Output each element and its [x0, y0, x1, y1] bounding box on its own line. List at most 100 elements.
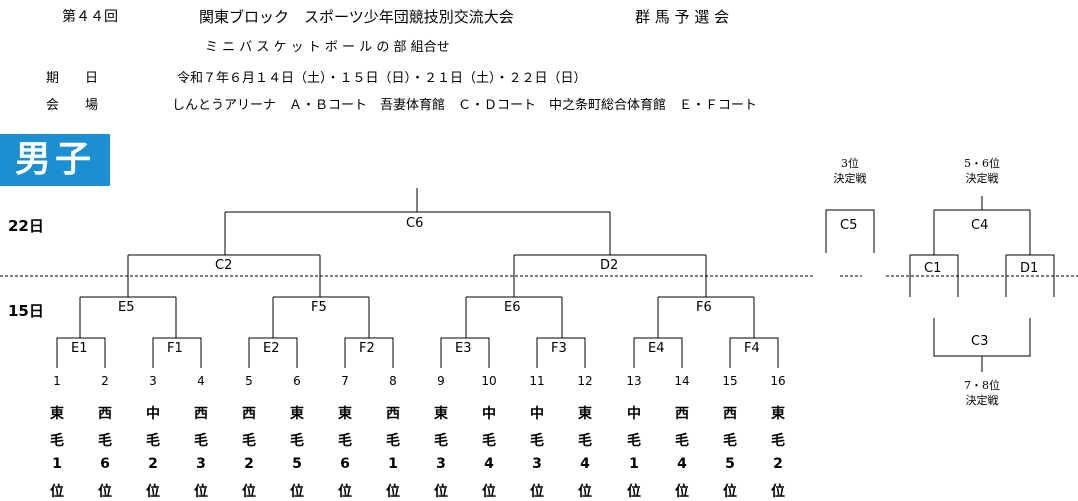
team-region: 東 [50, 406, 64, 422]
match-d2: D2 [600, 258, 619, 273]
team-sub: 毛 [338, 433, 352, 449]
team-number: 10 [481, 374, 497, 388]
team-rank: 4 [580, 456, 590, 472]
edition: 第４４回 [62, 9, 118, 25]
team-rank: 2 [244, 456, 254, 472]
team-rank: 3 [196, 456, 206, 472]
team-rank-suffix: 位 [290, 484, 304, 500]
match-e4: E4 [648, 341, 665, 356]
team-rank-suffix: 位 [386, 484, 400, 500]
team-rank-suffix: 位 [98, 484, 112, 500]
team-sub: 毛 [530, 433, 544, 449]
team-rank: 3 [436, 456, 446, 472]
match-c2: C2 [215, 258, 233, 273]
team-region: 東 [338, 406, 352, 422]
day-22-label: 22日 [8, 217, 44, 235]
match-c5: C5 [840, 218, 858, 233]
team-rank-suffix: 位 [771, 484, 785, 500]
date-label: 期 日 [46, 71, 99, 86]
team-region: 西 [98, 406, 112, 422]
team-rank: 3 [532, 456, 542, 472]
team-sub: 毛 [50, 433, 64, 449]
subtitle: ミ ニ バ ス ケ ッ ト ボ ー ル の 部 組合せ [205, 40, 450, 55]
team-sub: 毛 [771, 433, 785, 449]
match-f5: F5 [311, 300, 327, 315]
match-c3: C3 [971, 334, 989, 349]
match-f2: F2 [359, 341, 375, 356]
third-place-caption: 3位 決定戦 [833, 157, 867, 185]
team-sub: 毛 [434, 433, 448, 449]
team-rank: 6 [340, 456, 350, 472]
match-d1: D1 [1020, 261, 1039, 276]
team-number: 2 [101, 374, 109, 388]
team-rank: 2 [773, 456, 783, 472]
team-number: 5 [245, 374, 253, 388]
team-rank: 1 [629, 456, 639, 472]
team-number: 8 [389, 374, 397, 388]
team-region: 西 [675, 406, 689, 422]
team-sub: 毛 [723, 433, 737, 449]
team-sub: 毛 [146, 433, 160, 449]
team-number: 4 [197, 374, 205, 388]
match-e1: E1 [71, 341, 88, 356]
team-region: 西 [242, 406, 256, 422]
team-number: 11 [529, 374, 545, 388]
team-region: 西 [723, 406, 737, 422]
team-rank-suffix: 位 [194, 484, 208, 500]
team-region: 東 [434, 406, 448, 422]
match-f3: F3 [551, 341, 567, 356]
team-sub: 毛 [98, 433, 112, 449]
team-rank: 4 [677, 456, 687, 472]
team-rank: 1 [388, 456, 398, 472]
team-rank-suffix: 位 [482, 484, 496, 500]
team-region: 中 [530, 406, 544, 422]
tournament-title: 関東ブロック スポーツ少年団競技別交流大会 [199, 8, 514, 26]
match-c6: C6 [406, 216, 424, 231]
team-rank-suffix: 位 [434, 484, 448, 500]
seventh-eighth-caption: 7・8位 決定戦 [964, 379, 1000, 407]
team-rank-suffix: 位 [530, 484, 544, 500]
day-15-label: 15日 [8, 302, 44, 320]
team-sub: 毛 [194, 433, 208, 449]
team-sub: 毛 [578, 433, 592, 449]
match-c4: C4 [971, 218, 989, 233]
team-sub: 毛 [482, 433, 496, 449]
match-e6: E6 [504, 300, 521, 315]
team-region: 東 [771, 406, 785, 422]
team-rank-suffix: 位 [723, 484, 737, 500]
match-f4: F4 [744, 341, 760, 356]
team-region: 中 [482, 406, 496, 422]
team-rank-suffix: 位 [627, 484, 641, 500]
team-rank-suffix: 位 [338, 484, 352, 500]
venue-label: 会 場 [46, 98, 99, 113]
team-sub: 毛 [290, 433, 304, 449]
team-region: 東 [578, 406, 592, 422]
match-f1: F1 [167, 341, 183, 356]
team-rank-suffix: 位 [50, 484, 64, 500]
team-rank-suffix: 位 [242, 484, 256, 500]
match-e2: E2 [263, 341, 280, 356]
team-sub: 毛 [627, 433, 641, 449]
team-rank: 4 [484, 456, 494, 472]
team-number: 15 [722, 374, 738, 388]
team-number: 12 [577, 374, 593, 388]
team-number: 6 [293, 374, 301, 388]
team-number: 7 [341, 374, 349, 388]
team-sub: 毛 [242, 433, 256, 449]
qualifier-title: 群 馬 予 選 会 [635, 8, 730, 26]
team-rank-suffix: 位 [146, 484, 160, 500]
team-rank: 6 [100, 456, 110, 472]
team-number: 16 [770, 374, 786, 388]
team-sub: 毛 [386, 433, 400, 449]
team-region: 西 [386, 406, 400, 422]
date-value: 令和７年６月１４日（土）・１５日（日）・２１日（土）・２２日（日） [177, 71, 587, 86]
team-number: 1 [53, 374, 61, 388]
team-sub: 毛 [675, 433, 689, 449]
team-rank: 2 [148, 456, 158, 472]
division-badge: 男子 [0, 134, 110, 186]
team-region: 中 [627, 406, 641, 422]
team-region: 西 [194, 406, 208, 422]
team-number: 14 [674, 374, 690, 388]
team-rank: 5 [292, 456, 302, 472]
